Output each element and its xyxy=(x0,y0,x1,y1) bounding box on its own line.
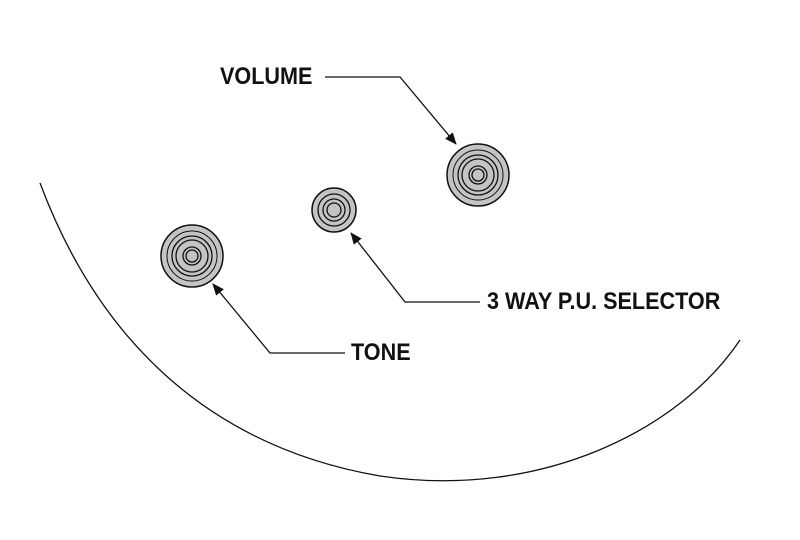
guitar-body-outline xyxy=(39,182,741,482)
volume-knob xyxy=(446,143,510,207)
tone-knob xyxy=(160,224,224,288)
selector-switch xyxy=(311,187,357,233)
selector-leader-arrow xyxy=(350,232,480,303)
volume-label: VOLUME xyxy=(220,63,313,90)
volume-leader-arrow xyxy=(325,76,457,145)
selector-label: 3 WAY P.U. SELECTOR xyxy=(487,288,721,315)
tone-leader-arrow xyxy=(212,283,345,354)
tone-label: TONE xyxy=(351,339,411,366)
